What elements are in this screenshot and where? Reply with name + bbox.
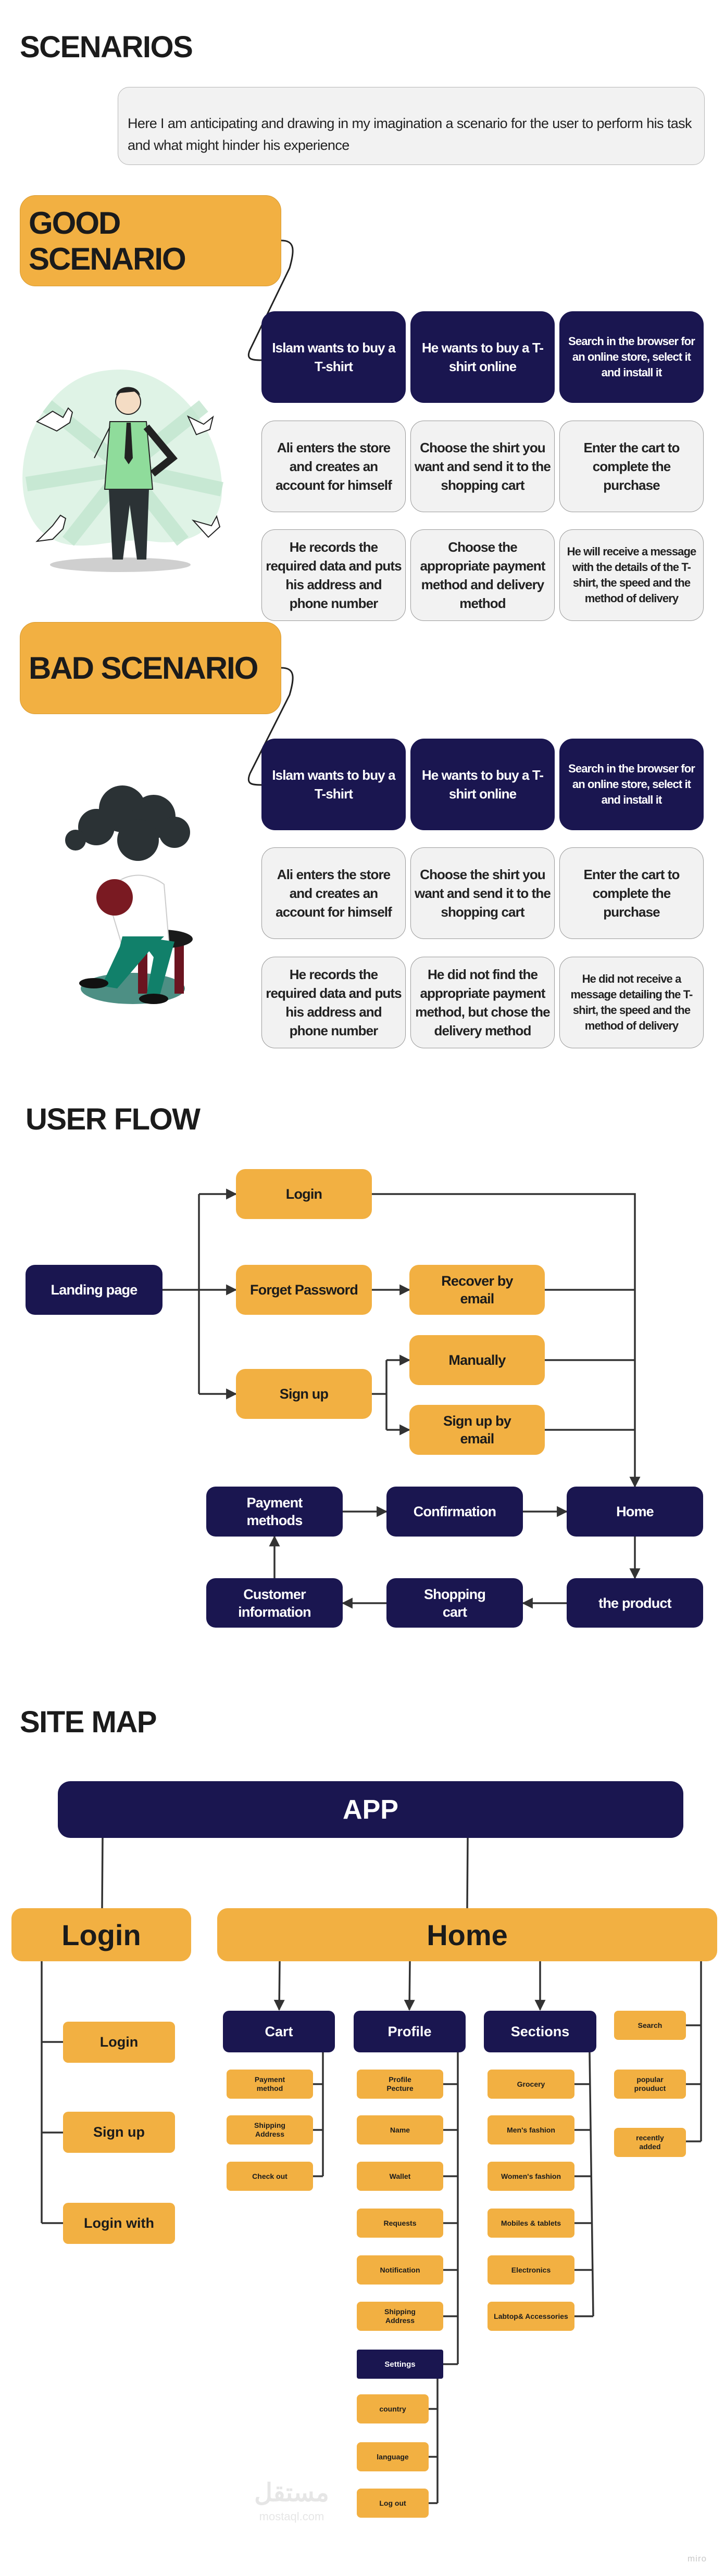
flow-node-home[interactable]: Home <box>567 1487 703 1537</box>
bad-scenario-card: Islam wants to buy a T-shirt <box>261 739 406 830</box>
sm-line-settings-trunk <box>429 2379 439 2504</box>
sitemap-profile[interactable]: Profile <box>354 2011 466 2052</box>
good-scenario-card: He will receive a message with the detai… <box>559 529 704 621</box>
bad-scenario-card: Choose the shirt you want and send it to… <box>410 847 555 939</box>
user-flow-title: USER FLOW <box>26 1102 201 1136</box>
sitemap-settings-item[interactable]: language <box>357 2442 429 2471</box>
mostaql-watermark-url: mostaql.com <box>259 2510 324 2523</box>
miro-watermark: miro <box>688 2554 707 2564</box>
sm-line-app-login <box>101 1837 104 1909</box>
flow-node-login[interactable]: Login <box>236 1169 372 1219</box>
flow-node-sign-up[interactable]: Sign up <box>236 1369 372 1419</box>
sitemap-login-item[interactable]: Login <box>63 2022 175 2063</box>
sitemap-home[interactable]: Home <box>217 1908 717 1961</box>
sitemap-app[interactable]: APP <box>58 1781 683 1838</box>
sm-line-login-trunk <box>41 1961 63 2224</box>
sitemap-extra-item[interactable]: recently added <box>614 2128 686 2157</box>
sitemap-profile-item[interactable]: Wallet <box>357 2162 443 2191</box>
sm-line-sections-trunk <box>574 2052 594 2317</box>
good-scenario-card: Choose the appropriate payment method an… <box>410 529 555 621</box>
sitemap-sections-item[interactable]: Men's fashion <box>488 2115 574 2144</box>
sitemap-settings[interactable]: Settings <box>357 2350 443 2379</box>
sm-line-profile-trunk <box>443 2052 459 2365</box>
good-scenario-card: Search in the browser for an online stor… <box>559 311 704 403</box>
good-scenario-card: Islam wants to buy a T-shirt <box>261 311 406 403</box>
flow-node-customer-information[interactable]: Customer information <box>206 1578 343 1628</box>
bad-scenario-card: He wants to buy a T-shirt online <box>410 739 555 830</box>
sitemap-sections-item[interactable]: Electronics <box>488 2255 574 2285</box>
sitemap-profile-item[interactable]: Name <box>357 2115 443 2144</box>
sitemap-login-item[interactable]: Login with <box>63 2203 175 2244</box>
good-scenario-title: GOOD SCENARIO <box>20 195 281 286</box>
sitemap-profile-item[interactable]: Profile Pecture <box>357 2070 443 2099</box>
good-scenario-card: Enter the cart to complete the purchase <box>559 421 704 512</box>
scenario-description: Here I am anticipating and drawing in my… <box>118 87 705 165</box>
flow-node-the-product[interactable]: the product <box>567 1578 703 1628</box>
site-map-title: SITE MAP <box>20 1705 157 1739</box>
good-scenario-card: He wants to buy a T-shirt online <box>410 311 555 403</box>
sitemap-sections[interactable]: Sections <box>484 2011 596 2052</box>
flow-node-payment-methods[interactable]: Payment methods <box>206 1487 343 1537</box>
sm-line-cart-trunk <box>313 2052 324 2177</box>
bad-scenario-card: He records the required data and puts hi… <box>261 957 406 1048</box>
sitemap-login-item[interactable]: Sign up <box>63 2112 175 2153</box>
good-scenario-card: He records the required data and puts hi… <box>261 529 406 621</box>
mostaql-watermark-logo: مستقل <box>254 2479 329 2507</box>
sm-line-extras-trunk <box>686 1961 702 2142</box>
flow-node-manually[interactable]: Manually <box>409 1335 545 1385</box>
flow-node-forget-password[interactable]: Forget Password <box>236 1265 372 1315</box>
bad-scenario-card: Enter the cart to complete the purchase <box>559 847 704 939</box>
sm-line-home-profile <box>404 1961 415 2011</box>
sitemap-sections-item[interactable]: Women's fashion <box>488 2162 574 2191</box>
flow-node-confirmation[interactable]: Confirmation <box>386 1487 523 1537</box>
sitemap-sections-item[interactable]: Labtop& Accessories <box>488 2302 574 2331</box>
good-scenario-card: Choose the shirt you want and send it to… <box>410 421 555 512</box>
sitemap-extra-item[interactable]: popular prouduct <box>614 2070 686 2099</box>
flow-node-sign-up-by-email[interactable]: Sign up by email <box>409 1405 545 1455</box>
sitemap-settings-item[interactable]: Log out <box>357 2489 429 2518</box>
sitemap-profile-item[interactable]: Requests <box>357 2209 443 2238</box>
happy-man-thumbs-up-illustration <box>22 370 223 572</box>
bad-scenario-card: Ali enters the store and creates an acco… <box>261 847 406 939</box>
flow-node-recover-by-email[interactable]: Recover by email <box>409 1265 545 1315</box>
sitemap-cart-item[interactable]: Payment method <box>227 2070 313 2099</box>
sitemap-extra-item[interactable]: Search <box>614 2011 686 2040</box>
flow-node-shopping-cart[interactable]: Shopping cart <box>386 1578 523 1628</box>
sitemap-profile-item[interactable]: Shipping Address <box>357 2302 443 2331</box>
bad-scenario-title: BAD SCENARIO <box>20 622 281 714</box>
sitemap-sections-item[interactable]: Mobiles & tablets <box>488 2209 574 2238</box>
bad-scenario-card: He did not receive a message detailing t… <box>559 957 704 1048</box>
sitemap-profile-item[interactable]: Notification <box>357 2255 443 2285</box>
sm-line-home-cart <box>273 1961 285 2011</box>
good-scenario-card: Ali enters the store and creates an acco… <box>261 421 406 512</box>
sitemap-login[interactable]: Login <box>11 1908 191 1961</box>
sitemap-cart-item[interactable]: Check out <box>227 2162 313 2191</box>
sad-man-under-cloud-illustration <box>65 785 193 1004</box>
flow-node-landing-page[interactable]: Landing page <box>26 1265 162 1315</box>
flow-line-signup-branch <box>372 1360 388 1430</box>
bad-scenario-card: Search in the browser for an online stor… <box>559 739 704 830</box>
sm-line-app-home <box>466 1837 469 1909</box>
sitemap-cart[interactable]: Cart <box>223 2011 335 2052</box>
sitemap-settings-item[interactable]: country <box>357 2394 429 2423</box>
sitemap-cart-item[interactable]: Shipping Address <box>227 2115 313 2144</box>
scenarios-title: SCENARIOS <box>20 30 193 64</box>
sitemap-sections-item[interactable]: Grocery <box>488 2070 574 2099</box>
bad-scenario-card: He did not find the appropriate payment … <box>410 957 555 1048</box>
